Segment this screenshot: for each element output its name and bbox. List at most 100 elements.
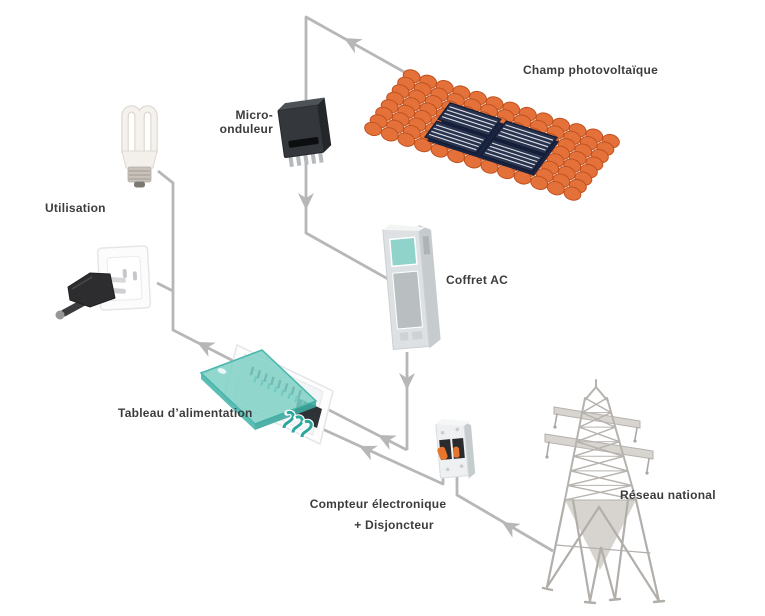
lattice-line xyxy=(581,397,608,414)
flow-arrow-grid-meter xyxy=(502,522,521,538)
link-outlet-stub xyxy=(156,281,174,293)
panel-stripe xyxy=(487,148,536,166)
meter-screw xyxy=(445,467,450,472)
panel-stripe xyxy=(431,130,479,148)
meter-toggle-right xyxy=(453,446,460,458)
label-national-grid: Réseau national xyxy=(620,488,716,502)
board-main-switches xyxy=(281,409,314,440)
panel-stripe xyxy=(435,124,484,141)
solar-panel xyxy=(480,138,545,173)
panel-stripe xyxy=(505,124,554,141)
meter-screw xyxy=(440,430,445,435)
lattice-line xyxy=(581,411,616,428)
pylon-arms xyxy=(544,406,654,475)
lattice-line xyxy=(564,484,633,501)
link-pv-to-inverter xyxy=(304,15,407,100)
meter-breaker-device xyxy=(435,418,476,479)
label-meter-1: Compteur électronique xyxy=(310,497,447,511)
labels: Champ photovoltaïque Micro- onduleur Uti… xyxy=(45,63,716,532)
inverter-slot xyxy=(288,137,319,148)
flow-arrow-pv-inverter xyxy=(344,38,363,54)
roof-tile xyxy=(563,186,582,201)
lattice-line xyxy=(578,426,621,443)
solar-panel xyxy=(424,120,489,155)
meter-toggle-left xyxy=(437,446,448,460)
panel-stripe xyxy=(444,112,493,130)
lattice-line xyxy=(569,455,625,472)
inverter-front-face xyxy=(277,104,325,158)
pv-panels xyxy=(424,102,559,176)
pylon-legs xyxy=(541,498,666,605)
lattice-line xyxy=(584,397,612,414)
acbox-vent xyxy=(422,236,431,255)
meter-side-face xyxy=(463,420,476,479)
flow-arrow-to-board-lower xyxy=(359,445,378,461)
panel-stripe xyxy=(446,109,495,126)
panel-stripe xyxy=(492,142,540,159)
pylon-top xyxy=(584,379,608,401)
label-ac-box: Coffret AC xyxy=(446,273,508,287)
board-lid-edge-right xyxy=(255,401,316,430)
meter-screw xyxy=(459,464,464,469)
acbox-top-face xyxy=(382,224,426,231)
pv-roof xyxy=(364,69,620,201)
label-micro-inverter-1: Micro- xyxy=(236,108,274,122)
bulb-tube xyxy=(122,106,141,153)
ac-box-device xyxy=(382,224,441,351)
acbox-button-right xyxy=(411,330,423,340)
label-meter-2: + Disjoncteur xyxy=(354,518,434,532)
bulb xyxy=(121,105,158,188)
lattice-line xyxy=(575,441,625,457)
label-distribution-board: Tableau d’alimentation xyxy=(118,406,253,420)
acbox-panel xyxy=(392,270,423,330)
flow-arrow-to-usage xyxy=(197,342,216,357)
link-inverter-to-acbox xyxy=(304,158,389,281)
inverter-top-face xyxy=(277,97,325,111)
lattice-line xyxy=(606,397,637,501)
panel-stripe xyxy=(428,133,477,151)
acbox-side-face xyxy=(418,224,441,349)
lattice-line xyxy=(572,441,621,457)
flow-arrow-acbox-board xyxy=(399,373,415,390)
power-plug xyxy=(55,272,126,320)
distribution-board-device xyxy=(199,343,334,446)
flow-arrow-to-board-upper xyxy=(378,435,397,450)
panel-stripe xyxy=(502,127,551,145)
label-micro-inverter-2: onduleur xyxy=(220,122,273,136)
bulb-holder xyxy=(121,150,158,169)
acbox-screen xyxy=(388,236,418,268)
lattice-line xyxy=(578,411,612,428)
flow-arrow-inverter-acbox xyxy=(298,193,314,210)
plug-body-highlight xyxy=(71,276,93,290)
board-lid-highlight xyxy=(217,368,227,374)
plug-cable-tip xyxy=(55,310,65,320)
label-usage: Utilisation xyxy=(45,201,106,215)
panel-stripe xyxy=(441,116,490,133)
outlet-slot xyxy=(132,271,138,281)
pylon-skirt xyxy=(565,500,636,570)
label-pv-field: Champ photovoltaïque xyxy=(523,63,658,77)
solar-panel xyxy=(493,120,558,155)
lattice-line xyxy=(563,397,586,501)
acbox-button-left xyxy=(399,332,409,341)
inverter-pins xyxy=(288,150,324,168)
pylon xyxy=(541,379,666,605)
lattice-line xyxy=(567,484,637,501)
panel-stripe xyxy=(485,152,533,169)
micro-inverter-device xyxy=(277,97,332,168)
outlet-slot xyxy=(122,268,127,278)
panel-stripe xyxy=(500,130,549,148)
panel-stripe xyxy=(433,127,482,144)
solar-panel xyxy=(437,102,502,137)
panel-stripe xyxy=(449,106,497,123)
lattice-line xyxy=(575,426,616,443)
link-grid-to-meter xyxy=(455,470,554,553)
lattice-line xyxy=(569,470,633,487)
plug-body xyxy=(67,272,116,308)
bulb-contact-tip xyxy=(134,181,145,188)
bulb-screw-threads xyxy=(129,170,150,180)
panel-stripe xyxy=(498,134,546,151)
meter-top-face xyxy=(435,418,471,426)
